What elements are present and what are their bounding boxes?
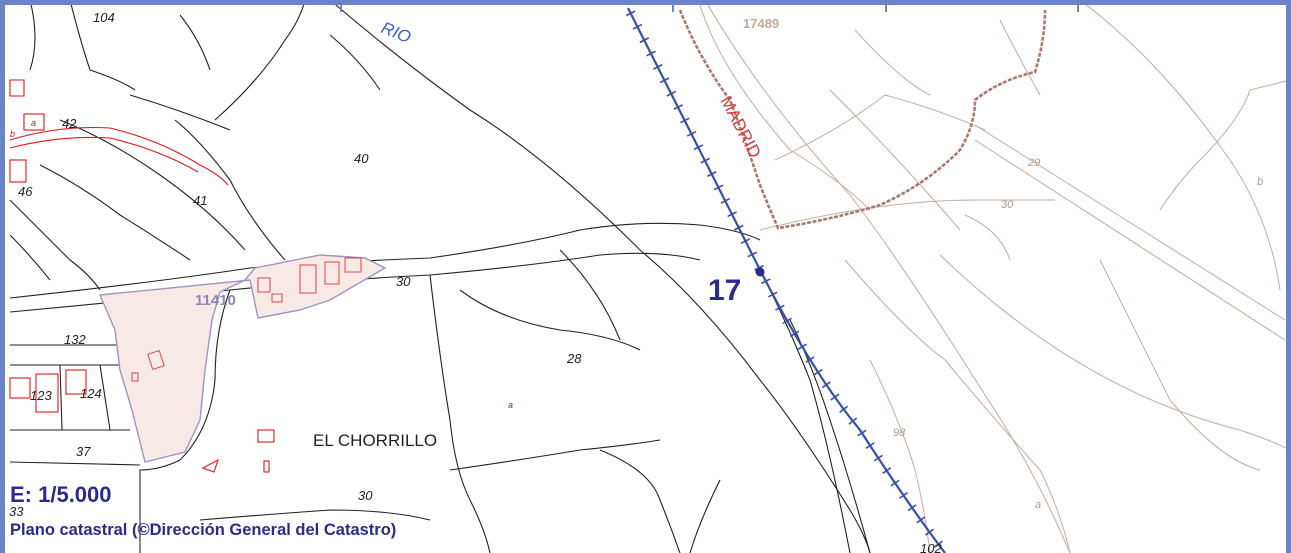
municipal-boundary — [678, 9, 1047, 230]
parcel-label: 37 — [76, 444, 91, 459]
place-label: EL CHORRILLO — [313, 431, 437, 450]
railway-crosstie — [693, 144, 704, 151]
neighbour-parcel-lines — [699, 0, 1291, 553]
railway-crosstie — [707, 171, 717, 177]
parcel-label: 46 — [18, 184, 33, 199]
parcel-label: 30 — [1001, 199, 1014, 211]
railway-crosstie — [797, 343, 807, 351]
parcel-11410-area[interactable] — [98, 254, 387, 463]
railway-crosstie — [933, 540, 943, 548]
railway-crosstie — [873, 454, 883, 462]
parcel-label: 40 — [354, 151, 369, 166]
railway-crosstie — [865, 442, 875, 449]
parcel-label: 123 — [30, 388, 52, 403]
railway-crosstie — [925, 528, 935, 536]
parcel-11410-label: 11410 — [195, 292, 236, 309]
buildings — [9, 79, 275, 473]
survey-point-marker[interactable] — [755, 267, 765, 277]
railway-crosstie — [830, 393, 840, 401]
railway-crosstie — [839, 405, 849, 413]
railway-crosstie — [686, 130, 697, 137]
railway-crosstie — [767, 291, 778, 298]
railway — [625, 7, 946, 553]
railway-crosstie — [775, 304, 785, 311]
railway-crosstie — [740, 238, 751, 245]
parcel-lines — [9, 0, 871, 553]
railway-crosstie — [727, 211, 737, 218]
parcel-label: 102 — [920, 541, 942, 553]
railway-crosstie — [652, 63, 663, 70]
railway-crosstie — [882, 467, 892, 475]
subparcel-label: b — [10, 129, 15, 139]
railway-crosstie — [673, 104, 683, 111]
parcel-label: 30 — [396, 274, 411, 289]
railway-crosstie — [646, 50, 656, 57]
parcel-label: 17489 — [743, 16, 779, 31]
parcel-label: 29 — [1027, 157, 1040, 169]
parcel-label: 42 — [62, 116, 77, 131]
subparcel-label: a — [31, 118, 36, 128]
railway-crosstie — [898, 491, 909, 499]
railway-crosstie — [789, 330, 800, 338]
railway-crosstie — [916, 516, 926, 524]
railway-crosstie — [782, 317, 792, 324]
scale-label: E: 1/5.000 — [10, 482, 112, 507]
railway-crosstie — [632, 23, 643, 30]
railway-crosstie — [659, 77, 670, 84]
railway-crosstie — [813, 368, 823, 376]
parcel-label: 41 — [193, 193, 207, 208]
railway-crosstie — [720, 197, 731, 204]
parcel-label: 132 — [64, 332, 86, 347]
railway-crosstie — [666, 90, 677, 97]
parcel-label: 28 — [566, 351, 582, 366]
railway-crosstie — [857, 429, 867, 437]
railway-crosstie — [639, 37, 650, 44]
parcel-label: 104 — [93, 10, 115, 25]
railway-crosstie — [713, 184, 724, 191]
highlighted-buildings — [131, 257, 362, 382]
railway-crosstie — [760, 278, 771, 285]
parcel-label: 33 — [9, 504, 24, 519]
railway-crosstie — [700, 157, 710, 164]
subparcel-label: a — [1035, 499, 1041, 511]
railway-crosstie — [848, 417, 858, 425]
boundary-label: MADRID — [716, 93, 764, 161]
subparcel-labels: a b a a b — [10, 118, 1263, 511]
railway-crosstie — [805, 356, 815, 363]
subparcel-label: b — [1257, 176, 1263, 188]
river-label: RIO — [379, 18, 414, 47]
parcel-label: 124 — [80, 386, 102, 401]
subparcel-label: a — [508, 400, 513, 410]
parcel-number-labels: 104 42 40 41 46 132 123 124 37 33 30 28 … — [9, 10, 1040, 553]
railway-crosstie — [747, 251, 758, 258]
parcel-label: 98 — [893, 427, 906, 439]
railway-crosstie — [890, 479, 900, 487]
railway-crosstie — [625, 10, 636, 17]
railway-crosstie — [733, 224, 744, 231]
railway-crosstie — [907, 504, 917, 512]
railway-crosstie — [821, 381, 831, 389]
survey-point-label: 17 — [708, 274, 741, 307]
source-attribution: Plano catastral (©Dirección General del … — [10, 521, 397, 539]
railway-crosstie — [680, 117, 690, 124]
parcel-label: 30 — [358, 488, 373, 503]
